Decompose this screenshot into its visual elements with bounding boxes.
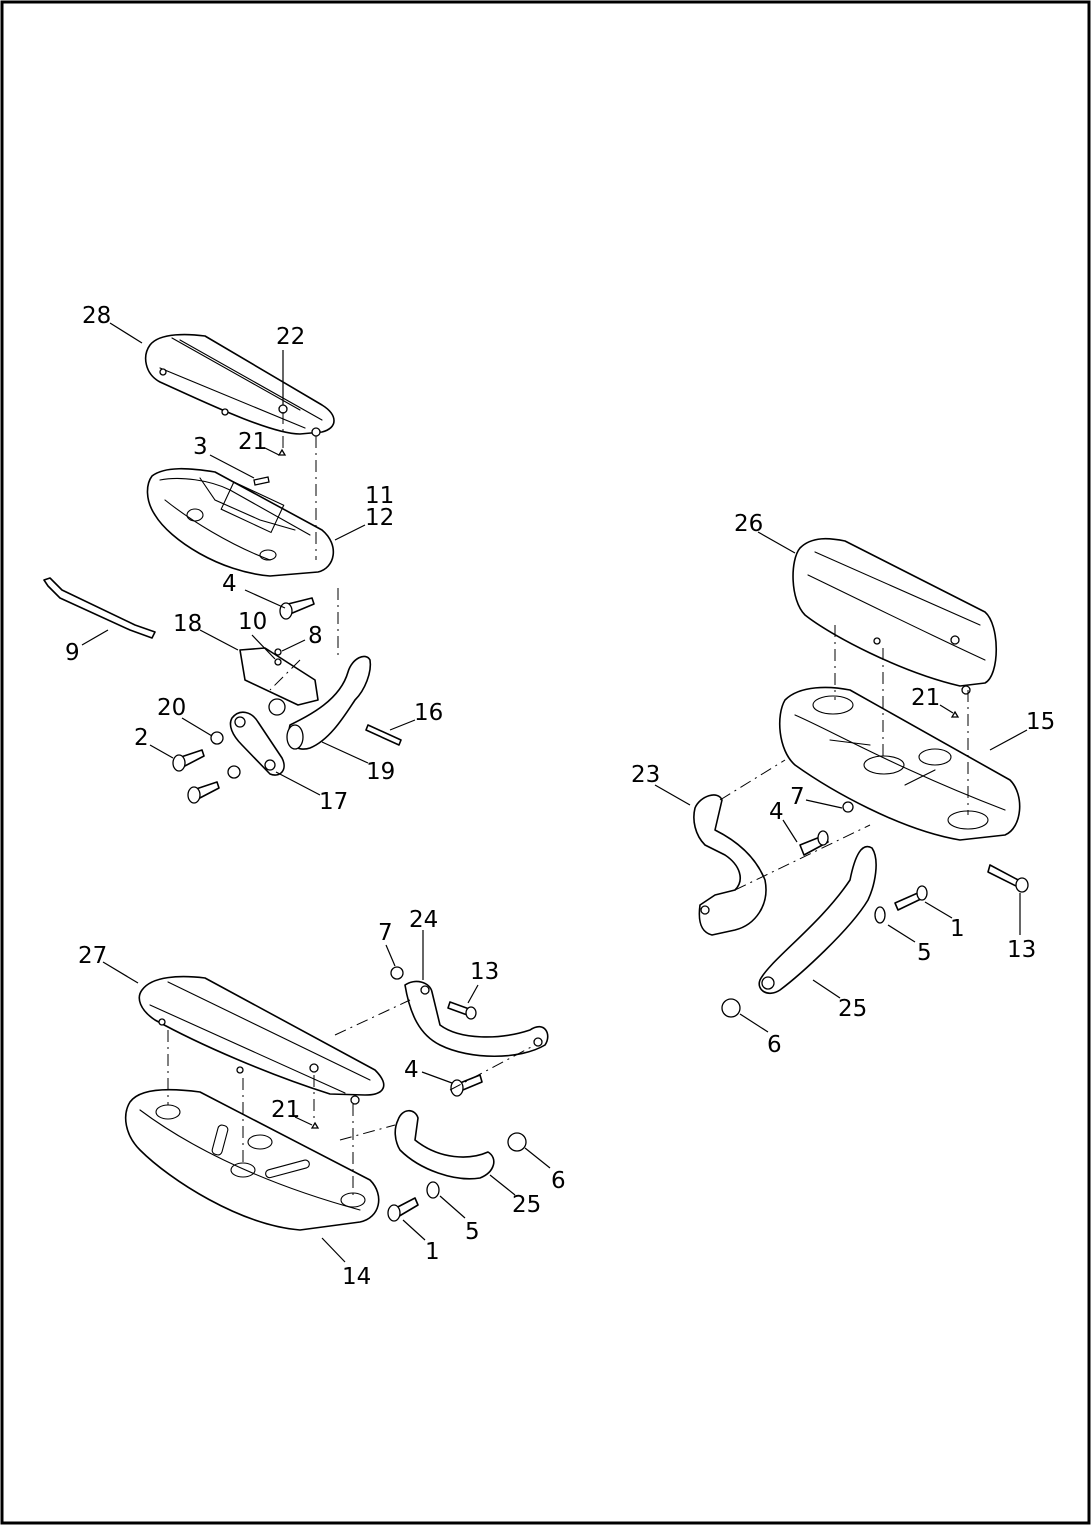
callout-7-b: 7: [378, 920, 393, 946]
bolt-4-b[interactable]: [799, 830, 829, 856]
bolt-13-b[interactable]: [447, 1001, 477, 1020]
callout-4-a: 4: [222, 571, 237, 597]
pivot-pin-16[interactable]: [365, 724, 402, 746]
spring-strip-9[interactable]: [43, 577, 156, 639]
nut-20-a[interactable]: [210, 731, 224, 745]
callout-labels: 28 22 3 21 11 12 4 9 18 10 8 20 16 2 19 …: [65, 303, 1055, 1290]
footboard-pad-28[interactable]: [144, 333, 335, 437]
mount-arm-19[interactable]: [286, 655, 372, 750]
callout-19: 19: [366, 759, 395, 785]
nut-7-b[interactable]: [390, 966, 404, 980]
assembly-bottom-left: [124, 966, 549, 1231]
bolt-4-c[interactable]: [450, 1074, 483, 1097]
assembly-right: [693, 537, 1029, 1018]
nut-6-a[interactable]: [721, 998, 741, 1018]
bracket-23[interactable]: [693, 794, 767, 936]
callout-10: 10: [238, 609, 267, 635]
nut-7-a[interactable]: [842, 801, 854, 813]
callout-25-a: 25: [838, 996, 867, 1022]
callout-17: 17: [319, 789, 348, 815]
callout-14: 14: [342, 1264, 371, 1290]
callout-28: 28: [82, 303, 111, 329]
callout-21-a: 21: [238, 429, 267, 455]
screw-2-a[interactable]: [172, 749, 205, 772]
bolt-13-a[interactable]: [987, 864, 1029, 893]
leader-lines: [81, 322, 1028, 1263]
callout-5-a: 5: [917, 940, 932, 966]
bracket-24[interactable]: [404, 980, 549, 1057]
footboard-base-15[interactable]: [779, 686, 1021, 841]
callout-22: 22: [276, 324, 305, 350]
pin-3[interactable]: [253, 476, 270, 486]
callout-2: 2: [134, 725, 149, 751]
nut-6-b[interactable]: [507, 1132, 527, 1152]
footboard-base-14[interactable]: [124, 1088, 380, 1231]
bolt-1-a[interactable]: [894, 885, 928, 911]
callout-20: 20: [157, 695, 186, 721]
callout-6-a: 6: [767, 1032, 782, 1058]
plug-21-a[interactable]: [277, 448, 287, 456]
callout-21-b: 21: [911, 685, 940, 711]
bracket-25-a[interactable]: [758, 845, 877, 995]
footboard-pad-27[interactable]: [138, 975, 385, 1105]
callout-3: 3: [193, 434, 208, 460]
bracket-25-b[interactable]: [394, 1109, 495, 1180]
callout-11: 11: [365, 483, 394, 509]
callout-18: 18: [173, 611, 202, 637]
callout-12: 12: [365, 505, 394, 531]
link-17[interactable]: [229, 711, 285, 776]
callout-23: 23: [631, 762, 660, 788]
nut-20-b[interactable]: [227, 765, 241, 779]
callout-24: 24: [409, 907, 438, 933]
spring-8[interactable]: [274, 648, 282, 656]
plug-21-c[interactable]: [310, 1121, 320, 1129]
callout-7-a: 7: [790, 784, 805, 810]
callout-4-c: 4: [404, 1057, 419, 1083]
assembly-top-left: [43, 333, 402, 804]
callout-27: 27: [78, 943, 107, 969]
bolt-4-a[interactable]: [279, 597, 315, 620]
washer-5-a[interactable]: [874, 906, 886, 924]
callout-15: 15: [1026, 709, 1055, 735]
callout-4-b: 4: [769, 799, 784, 825]
callout-13-b: 13: [470, 959, 499, 985]
callout-1-a: 1: [950, 916, 965, 942]
detent-10[interactable]: [274, 658, 282, 666]
callout-26: 26: [734, 511, 763, 537]
footboard-base-11-12[interactable]: [146, 467, 335, 577]
bolt-1-b[interactable]: [387, 1197, 419, 1222]
callout-21-c: 21: [271, 1097, 300, 1123]
callout-1-b: 1: [425, 1239, 440, 1265]
callout-9: 9: [65, 640, 80, 666]
washer-5-b[interactable]: [426, 1181, 440, 1199]
callout-16: 16: [414, 700, 443, 726]
screw-2-b[interactable]: [187, 781, 220, 804]
footboard-pad-26[interactable]: [792, 537, 998, 695]
callout-13-a: 13: [1007, 937, 1036, 963]
callout-6-b: 6: [551, 1168, 566, 1194]
callout-8: 8: [308, 623, 323, 649]
callout-5-b: 5: [465, 1219, 480, 1245]
plug-21-b[interactable]: [950, 710, 960, 718]
callout-25-b: 25: [512, 1192, 541, 1218]
